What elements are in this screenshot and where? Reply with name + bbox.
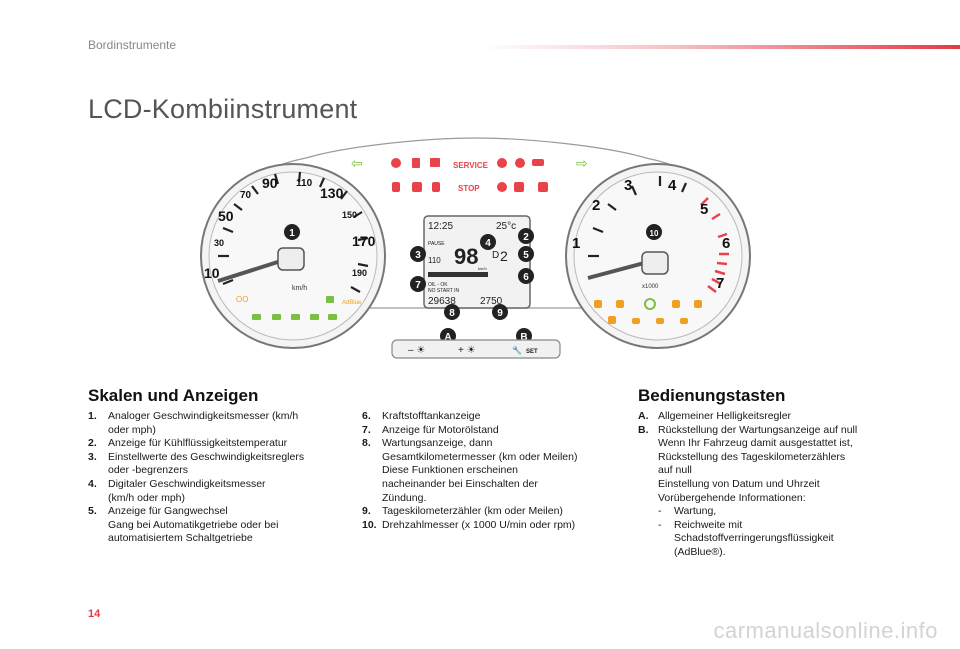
lcd-speed: 98 <box>454 244 478 269</box>
running-header: Bordinstrumente <box>88 38 177 52</box>
page-number: 14 <box>88 608 101 620</box>
lcd-fuel-bar <box>428 272 488 277</box>
control-button-bar: – ☀ + ☀ 🔧 SET <box>391 339 561 359</box>
callout-a: A <box>444 332 451 343</box>
list-item: A.Allgemeiner Helligkeitsregler <box>638 410 792 422</box>
section-heading-controls: Bedienungstasten <box>638 386 786 405</box>
speedo-label: 190 <box>352 268 367 278</box>
speedo-label: 150 <box>342 210 357 220</box>
tachometer-dial: 1 2 3 4 5 6 7 x1000 <box>565 163 751 349</box>
callout-7: 7 <box>415 280 421 291</box>
list-item: 9.Tageskilometerzähler (km oder Meilen) <box>362 505 563 518</box>
list-item: 4.Digitaler Geschwindigkeitsmesser(km/h … <box>88 477 266 504</box>
page-title: LCD-Kombiinstrument <box>88 94 358 125</box>
speedo-label: 30 <box>214 238 224 248</box>
lcd-gear: D <box>492 250 499 261</box>
tacho-label: 5 <box>700 201 708 218</box>
set-button: SET <box>526 349 538 355</box>
callout-9: 9 <box>497 308 503 319</box>
wrench-icon: 🔧 <box>512 345 522 355</box>
service-warning: SERVICE <box>453 161 489 170</box>
lcd-time: 12:25 <box>428 221 453 232</box>
speedo-label: 110 <box>296 178 313 189</box>
speedo-hub <box>277 247 305 271</box>
speedo-label: 50 <box>218 208 234 224</box>
tacho-label: 1 <box>572 235 580 252</box>
callout-1: 1 <box>289 228 295 239</box>
adblue-indicator: AdBlue <box>342 300 362 306</box>
list-item: 2.Anzeige für Kühlflüssigkeitstemperatur <box>88 437 288 450</box>
lcd-oil: OIL - OK <box>428 282 448 288</box>
lcd-cruise-speed: 110 <box>428 256 441 265</box>
turn-right-arrow-icon: ⇨ <box>576 155 588 171</box>
tacho-hub <box>641 251 669 275</box>
lcd-nostart: NO START IN <box>428 288 460 294</box>
lcd-pause: PAUSE <box>428 241 445 247</box>
speedo-label: 10 <box>204 265 220 281</box>
list-item: 6.Kraftstofftankanzeige <box>362 410 481 422</box>
speedo-unit: km/h <box>292 285 307 292</box>
stop-warning: STOP <box>458 184 480 193</box>
lcd-gear-number: 2 <box>500 248 508 264</box>
brightness-minus-button: – ☀ <box>408 345 425 356</box>
tacho-label: 3 <box>624 177 632 194</box>
speedometer-dial: 10 30 50 70 90 110 130 150 170 190 km/h … <box>200 163 386 349</box>
speedo-lower-indicators: OO AdBlue <box>236 295 362 306</box>
section-heading-scales: Skalen und Anzeigen <box>88 386 259 405</box>
list-item: 10.Drehzahlmesser (x 1000 U/min oder rpm… <box>362 518 576 531</box>
lcd-display: 12:25 25°c PAUSE 110 98 km/h D 2 OIL - O… <box>423 215 531 309</box>
tacho-label: 6 <box>722 235 730 252</box>
tacho-label: 2 <box>592 197 600 214</box>
lcd-speed-unit: km/h <box>478 266 487 271</box>
callout-10: 10 <box>650 229 659 238</box>
list-item: 7.Anzeige für Motorölstand <box>362 423 499 436</box>
tacho-label: 4 <box>668 177 677 194</box>
tacho-unit: x1000 <box>642 284 659 290</box>
lcd-trip: 2750 <box>480 296 503 307</box>
list-item: B. Rückstellung der Wartungsanzeige auf … <box>638 424 898 560</box>
instrument-cluster-figure: 10 30 50 70 90 110 130 150 170 190 km/h … <box>200 137 751 359</box>
lcd-temp: 25°c <box>496 221 516 232</box>
lcd-odometer: 29638 <box>428 296 456 307</box>
speedo-label: 70 <box>240 190 252 201</box>
tacho-label: 7 <box>716 275 724 292</box>
sub-list-item: -Wartung, <box>658 505 717 518</box>
callout-4: 4 <box>485 238 491 249</box>
speedo-label: 130 <box>320 185 344 201</box>
tacho-lower-indicators <box>594 300 702 324</box>
controls-list: A.Allgemeiner Helligkeitsregler B. Rücks… <box>638 410 898 560</box>
callout-b: B <box>520 332 527 343</box>
callout-8: 8 <box>449 308 455 319</box>
warning-lamp-row: ⇦ ⇨ SERVICE STOP <box>351 155 588 193</box>
callout-3: 3 <box>415 250 421 261</box>
callout-6: 6 <box>523 272 529 283</box>
header-accent-line <box>480 45 960 49</box>
scales-list-col2: 6.Kraftstofftankanzeige 7.Anzeige für Mo… <box>362 410 617 532</box>
brightness-plus-button: + ☀ <box>458 345 476 356</box>
callout-5: 5 <box>523 250 529 261</box>
list-item: 3.Einstellwerte des Geschwindigkeitsregl… <box>88 450 305 477</box>
svg-text:OO: OO <box>236 295 248 304</box>
turn-left-arrow-icon: ⇦ <box>351 155 363 171</box>
speedo-needle <box>217 258 285 283</box>
speedo-label: 170 <box>352 233 376 249</box>
speedo-label: 90 <box>262 175 278 191</box>
tacho-needle <box>587 260 649 280</box>
callout-2: 2 <box>523 232 529 243</box>
watermark: carmanualsonline.info <box>713 618 938 643</box>
